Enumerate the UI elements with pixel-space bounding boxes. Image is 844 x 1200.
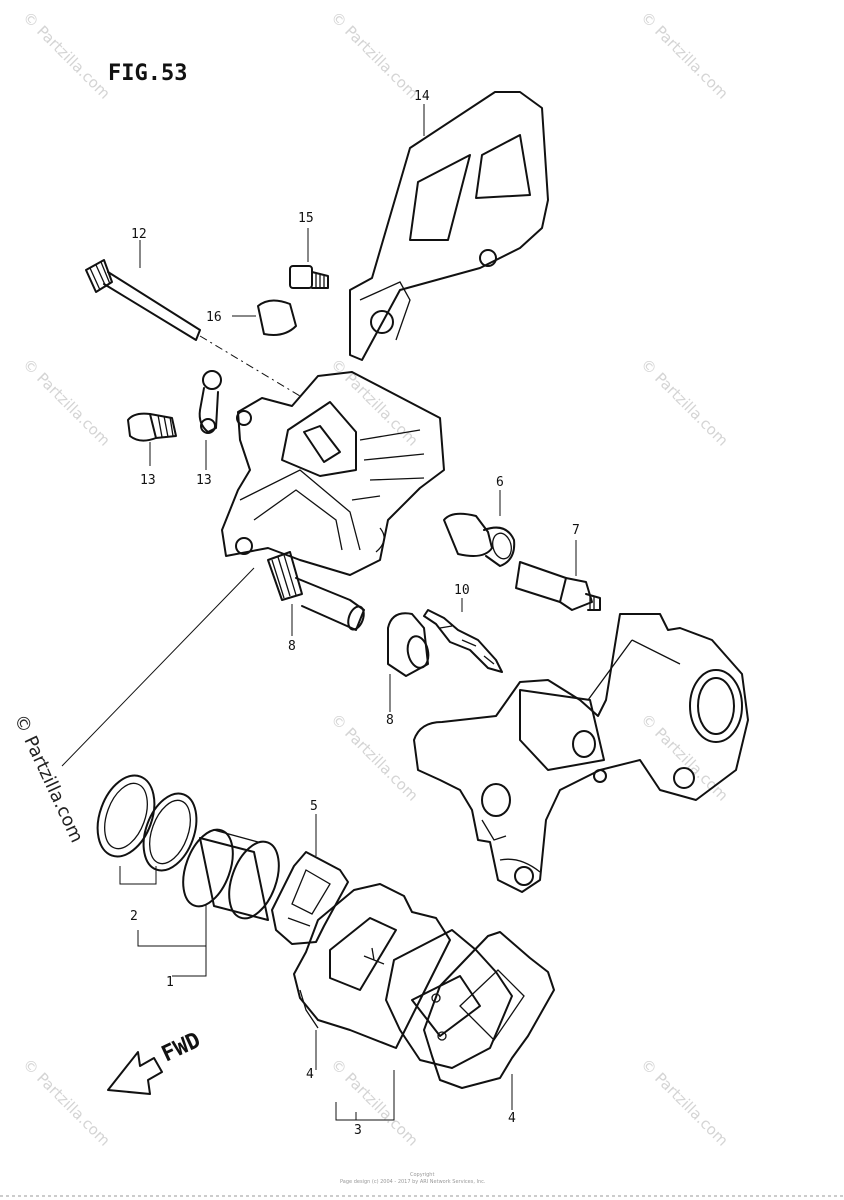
part-piston	[182, 828, 280, 921]
callout-16: 16	[206, 310, 222, 325]
footer-copyright: Copyright	[410, 1172, 434, 1178]
part-10-spring	[423, 609, 503, 673]
callout-15: 15	[298, 211, 314, 226]
side-watermark: © Partzilla.com	[9, 711, 87, 846]
part-13-cap	[198, 370, 222, 434]
callout-12: 13	[140, 473, 156, 488]
callout-11: 12	[131, 227, 147, 242]
callout-10: 10	[454, 583, 470, 598]
watermark: © Partzilla.com	[637, 710, 732, 805]
callout-6: 6	[496, 475, 504, 490]
watermark: © Partzilla.com	[327, 710, 422, 805]
callout-7: 7	[572, 523, 580, 538]
part-5-shim	[271, 851, 349, 945]
figure-title: FIG.53	[108, 61, 187, 86]
watermark: © Partzilla.com	[327, 1055, 422, 1150]
part-7-bolt	[515, 561, 601, 611]
callout-3: 3	[354, 1123, 362, 1138]
caliper-holder	[413, 613, 749, 893]
callout-2: 2	[130, 909, 138, 924]
callout-9: 8	[288, 639, 296, 654]
callout-8-label: 8	[386, 713, 394, 728]
caliper-body	[221, 371, 445, 576]
fwd-label: FWD	[158, 1028, 205, 1067]
callout-1: 1	[166, 975, 174, 990]
watermark: © Partzilla.com	[327, 8, 422, 103]
watermark: © Partzilla.com	[19, 8, 114, 103]
part-11-pin	[85, 259, 301, 397]
part-12-bleeder	[127, 412, 177, 442]
watermark: © Partzilla.com	[327, 355, 422, 450]
part-16-cap	[257, 299, 297, 336]
watermark: © Partzilla.com	[637, 355, 732, 450]
watermark-grid: © Partzilla.com © Partzilla.com © Partzi…	[19, 8, 732, 1150]
callout-5: 5	[310, 799, 318, 814]
footer-design: Page design (c) 2004 - 2017 by ARI Netwo…	[340, 1179, 486, 1185]
callout-4-right: 4	[508, 1111, 516, 1126]
watermark: © Partzilla.com	[19, 355, 114, 450]
callout-13-label: 13	[196, 473, 212, 488]
part-8-boot	[387, 612, 430, 677]
fwd-direction: FWD	[107, 1028, 205, 1095]
callout-4-left: 4	[306, 1067, 314, 1082]
callout-leaders	[119, 104, 577, 1121]
part-9-pin	[267, 551, 365, 631]
callout-numbers: 14 15 12 16 13 14 13 6 7 10 8 8 8 5 2 1 …	[130, 89, 580, 1138]
watermark: © Partzilla.com	[19, 1055, 114, 1150]
part-2-seals	[96, 774, 198, 872]
watermark: © Partzilla.com	[637, 8, 732, 103]
watermark: © Partzilla.com	[637, 1055, 732, 1150]
part-4-shims	[299, 931, 555, 1089]
leader-line	[61, 567, 255, 767]
part-14-bracket	[349, 91, 549, 361]
callout-14: 14	[414, 89, 430, 104]
part-15-bolt	[289, 265, 329, 289]
part-6-boot	[443, 512, 516, 567]
part-3-pads	[293, 883, 513, 1069]
